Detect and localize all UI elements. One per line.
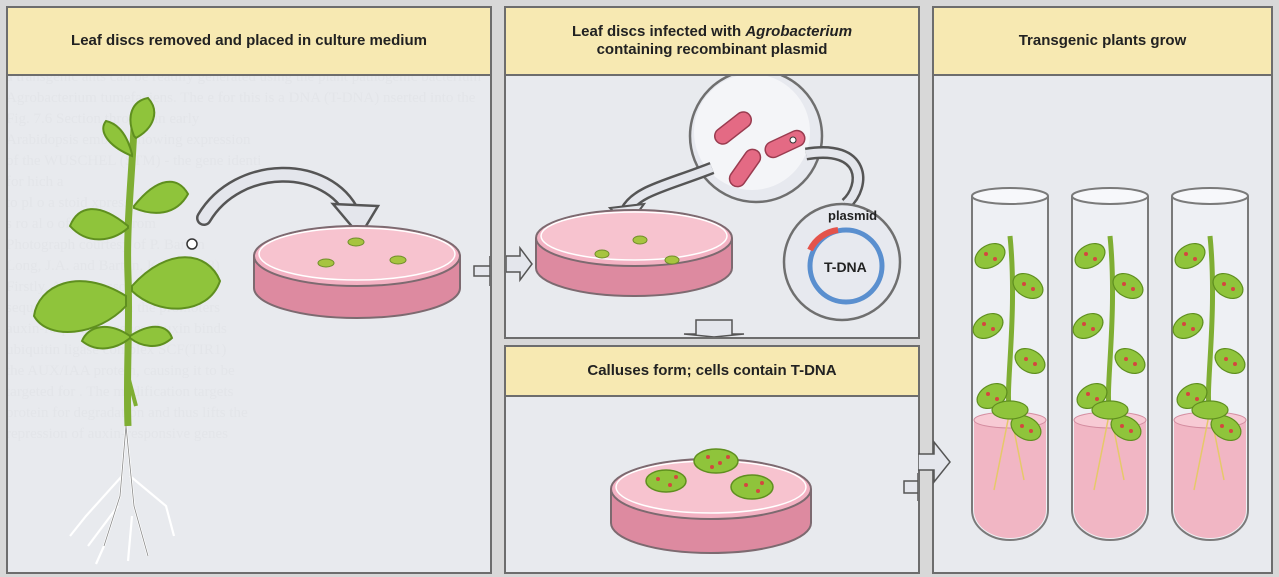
down-arrow (684, 320, 744, 337)
title-prefix: Leaf discs infected with (572, 23, 745, 40)
panel-leaf-discs: Leaf discs removed and placed in culture… (6, 6, 492, 574)
plasmid-magnified-view: plasmid T-DNA (784, 204, 900, 320)
callus-next-arrow (904, 473, 918, 501)
plasmid-label: plasmid (828, 208, 877, 223)
panel-calluses: Calluses form; cells contain T-DNA (504, 345, 920, 574)
leaf-disc-illustration (8, 76, 490, 570)
entering-arrow (918, 440, 952, 484)
test-tube (969, 188, 1050, 540)
test-tube (1169, 188, 1250, 540)
panel-agrobacterium-title: Leaf discs infected with Agrobacterium c… (506, 8, 918, 76)
bacteria-magnified-view (690, 76, 822, 202)
petri-dish-infected (536, 210, 732, 296)
callus-illustration (506, 397, 918, 572)
tdna-label: T-DNA (824, 259, 867, 275)
agrobacterium-illustration: plasmid T-DNA (506, 76, 918, 337)
title-italic: Agrobacterium (745, 23, 852, 40)
panel-transgenic: Transgenic plants grow (932, 6, 1273, 574)
panel-transgenic-title: Transgenic plants grow (934, 8, 1271, 76)
transgenic-tubes-illustration (934, 76, 1271, 570)
next-step-arrow (474, 256, 490, 286)
petri-dish-calluses (611, 449, 811, 553)
panel-leaf-discs-title: Leaf discs removed and placed in culture… (8, 8, 490, 76)
leaf-disc-cut-mark (187, 239, 197, 249)
petri-dish-leaf-discs (254, 226, 460, 318)
plant-roots (70, 426, 174, 564)
test-tube (1069, 188, 1150, 540)
panel-agrobacterium-infection: Leaf discs infected with Agrobacterium c… (504, 6, 920, 339)
title-suffix: containing recombinant plasmid (597, 41, 828, 59)
panel-calluses-title: Calluses form; cells contain T-DNA (506, 347, 918, 397)
